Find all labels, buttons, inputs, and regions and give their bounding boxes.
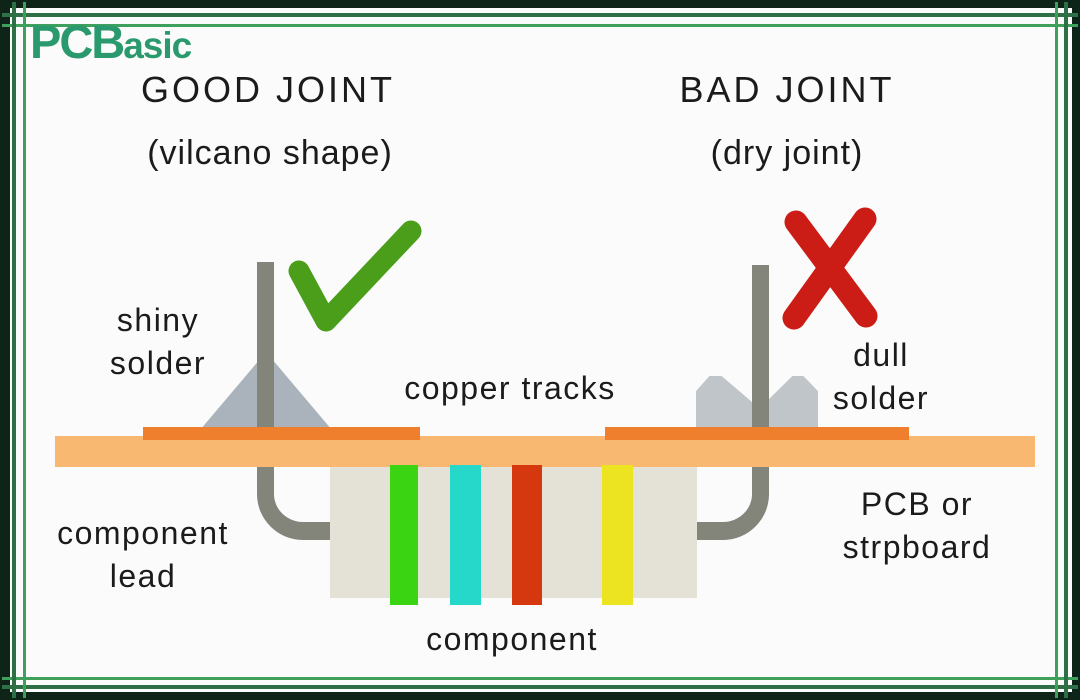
component-lead-right <box>697 265 769 540</box>
frame-line-left-light <box>23 2 26 698</box>
logo-text-primary: PCB <box>30 15 125 68</box>
frame-line-top-light <box>2 24 1078 27</box>
shiny-solder-label: shiny solder <box>109 302 207 381</box>
frame-line-bottom-light <box>2 677 1078 680</box>
component-label: component <box>426 621 598 657</box>
copper-tracks-label: copper tracks <box>404 370 616 406</box>
copper-track-left <box>143 427 420 440</box>
frame-line-right-light <box>1055 2 1058 698</box>
good-joint-subtitle: (vilcano shape) <box>147 134 393 172</box>
cross-icon <box>782 207 878 330</box>
pcb-stripboard-label: PCB or strpboard <box>842 486 992 565</box>
bad-joint-title: BAD JOINT <box>679 69 895 110</box>
resistor-band-yellow <box>602 465 633 605</box>
frame-line-right-dark <box>1064 2 1068 698</box>
frame-line-bottom-dark <box>2 685 1078 689</box>
pcbasic-logo: PCB asic <box>30 14 192 69</box>
frame-line-left-dark <box>12 2 16 698</box>
pcb-strip <box>55 436 1035 467</box>
frame-line-top-dark <box>2 13 1078 17</box>
copper-track-right <box>605 427 909 440</box>
resistor-band-green <box>390 465 418 605</box>
bad-joint-subtitle: (dry joint) <box>710 134 864 172</box>
resistor-band-cyan <box>450 465 481 605</box>
logo-text-secondary: asic <box>123 25 192 66</box>
component-lead-label: component lead <box>57 515 229 594</box>
good-joint-title: GOOD JOINT <box>141 69 395 110</box>
resistor-band-red <box>512 465 542 605</box>
dull-solder-label: dull solder <box>832 337 930 416</box>
checkmark-icon <box>288 220 422 332</box>
